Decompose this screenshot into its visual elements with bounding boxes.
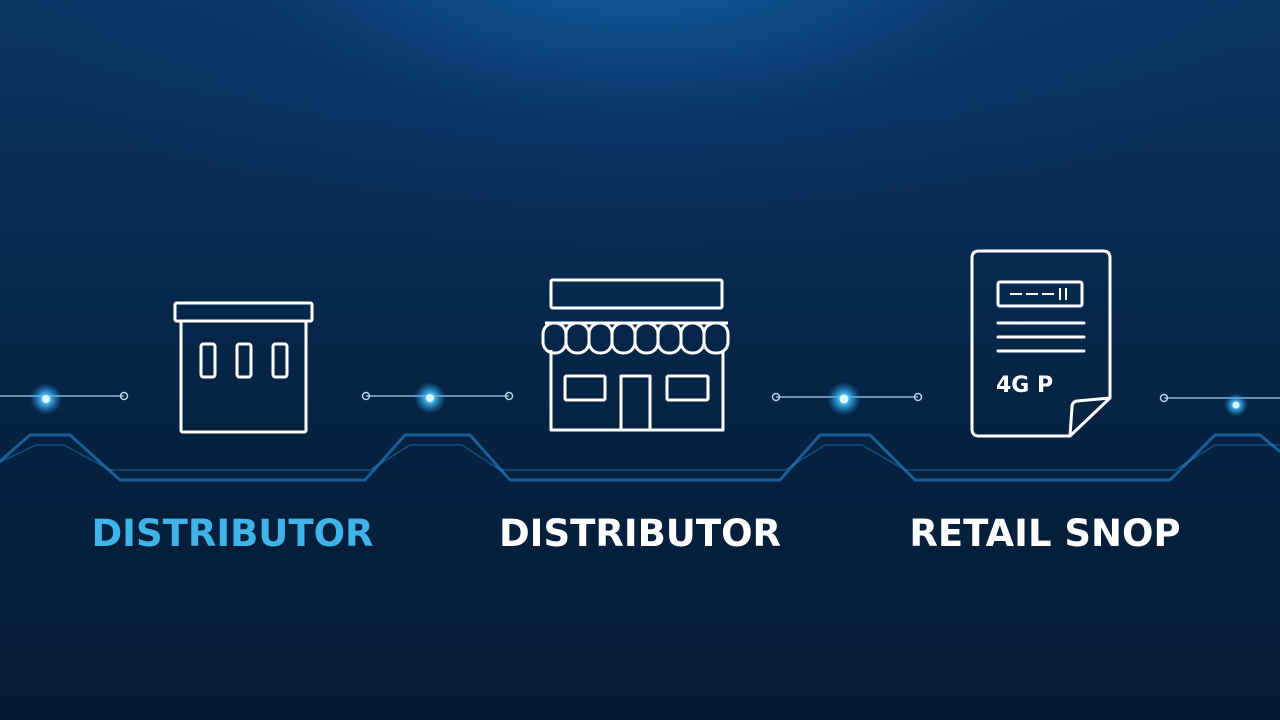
circuit-line-outer — [0, 433, 1280, 482]
warehouse-icon — [173, 301, 314, 434]
connector-right — [1159, 393, 1280, 417]
connectors — [0, 382, 1280, 417]
storefront-icon — [541, 278, 730, 432]
document-header-dashes — [1010, 288, 1067, 300]
circuit-line-inner — [0, 444, 1280, 471]
receipt-document-icon: 4G P — [970, 249, 1112, 438]
node-label-distributor-1: DISTRIBUTOR — [91, 512, 374, 555]
connector-middle-left — [361, 382, 514, 414]
circuit-lines — [0, 433, 1280, 482]
node-label-retail-shop: RETAIL SNOP — [909, 512, 1181, 555]
document-header-box — [996, 280, 1084, 308]
connector-left — [0, 383, 129, 415]
node-label-distributor-2: DISTRIBUTOR — [498, 512, 782, 555]
connector-middle-right — [771, 382, 923, 416]
document-text-lines — [996, 321, 1086, 353]
document-icon-text: 4G P — [996, 373, 1053, 398]
